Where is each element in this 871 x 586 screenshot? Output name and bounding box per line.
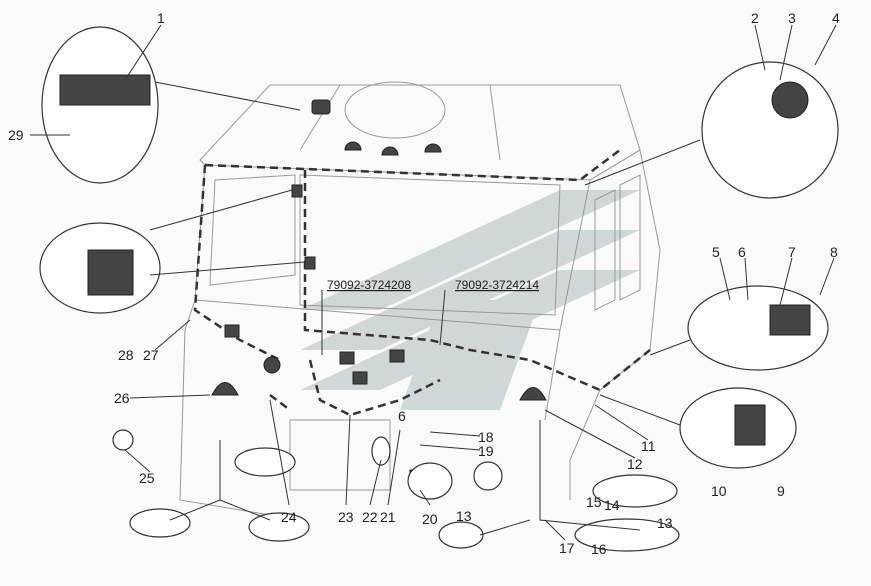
callout-number: 2 (751, 10, 759, 26)
callout-number: 13 (456, 508, 472, 524)
callout-number: 10 (711, 483, 727, 499)
callout-bubbles (39, 26, 839, 552)
callout-number: 1 (157, 10, 165, 26)
cab-components (211, 99, 547, 483)
callout-number: 4 (832, 10, 840, 26)
callout-number: 5 (712, 244, 720, 260)
callout-number: 16 (591, 541, 607, 557)
callout-number: 3 (788, 10, 796, 26)
callout-number: 18 (478, 429, 494, 445)
callout-number: 8 (830, 244, 838, 260)
callout-number: 12 (627, 456, 643, 472)
callout-number: 24 (281, 509, 297, 525)
callout-number: 13 (657, 515, 673, 531)
callout-number: 11 (641, 438, 656, 454)
watermark-logo (300, 190, 640, 410)
callout-number: 6 (398, 408, 406, 424)
callout-number: 25 (139, 470, 155, 486)
part-number-label: 79092-3724214 (455, 278, 539, 292)
callout-number: 19 (478, 443, 494, 459)
callout-number: 29 (8, 127, 24, 143)
callout-number: 14 (604, 497, 620, 513)
leader-lines (30, 24, 837, 541)
callout-number: 26 (114, 390, 130, 406)
callout-number: 22 (362, 509, 378, 525)
callout-number: 28 (118, 347, 134, 363)
callout-number: 27 (143, 347, 159, 363)
callout-number: 9 (777, 483, 785, 499)
callout-numbers: 1 2 3 4 29 28 27 26 25 24 23 22 21 20 19… (8, 10, 840, 557)
callout-number: 7 (788, 244, 796, 260)
callout-number: 23 (338, 509, 354, 525)
callout-number: 6 (738, 244, 746, 260)
wiring-harness (193, 149, 651, 417)
callout-number: 21 (380, 509, 396, 525)
callout-number: 20 (422, 511, 438, 527)
callout-number: 17 (559, 540, 575, 556)
part-number-label: 79092-3724208 (327, 278, 411, 292)
callout-number: 15 (586, 494, 602, 510)
